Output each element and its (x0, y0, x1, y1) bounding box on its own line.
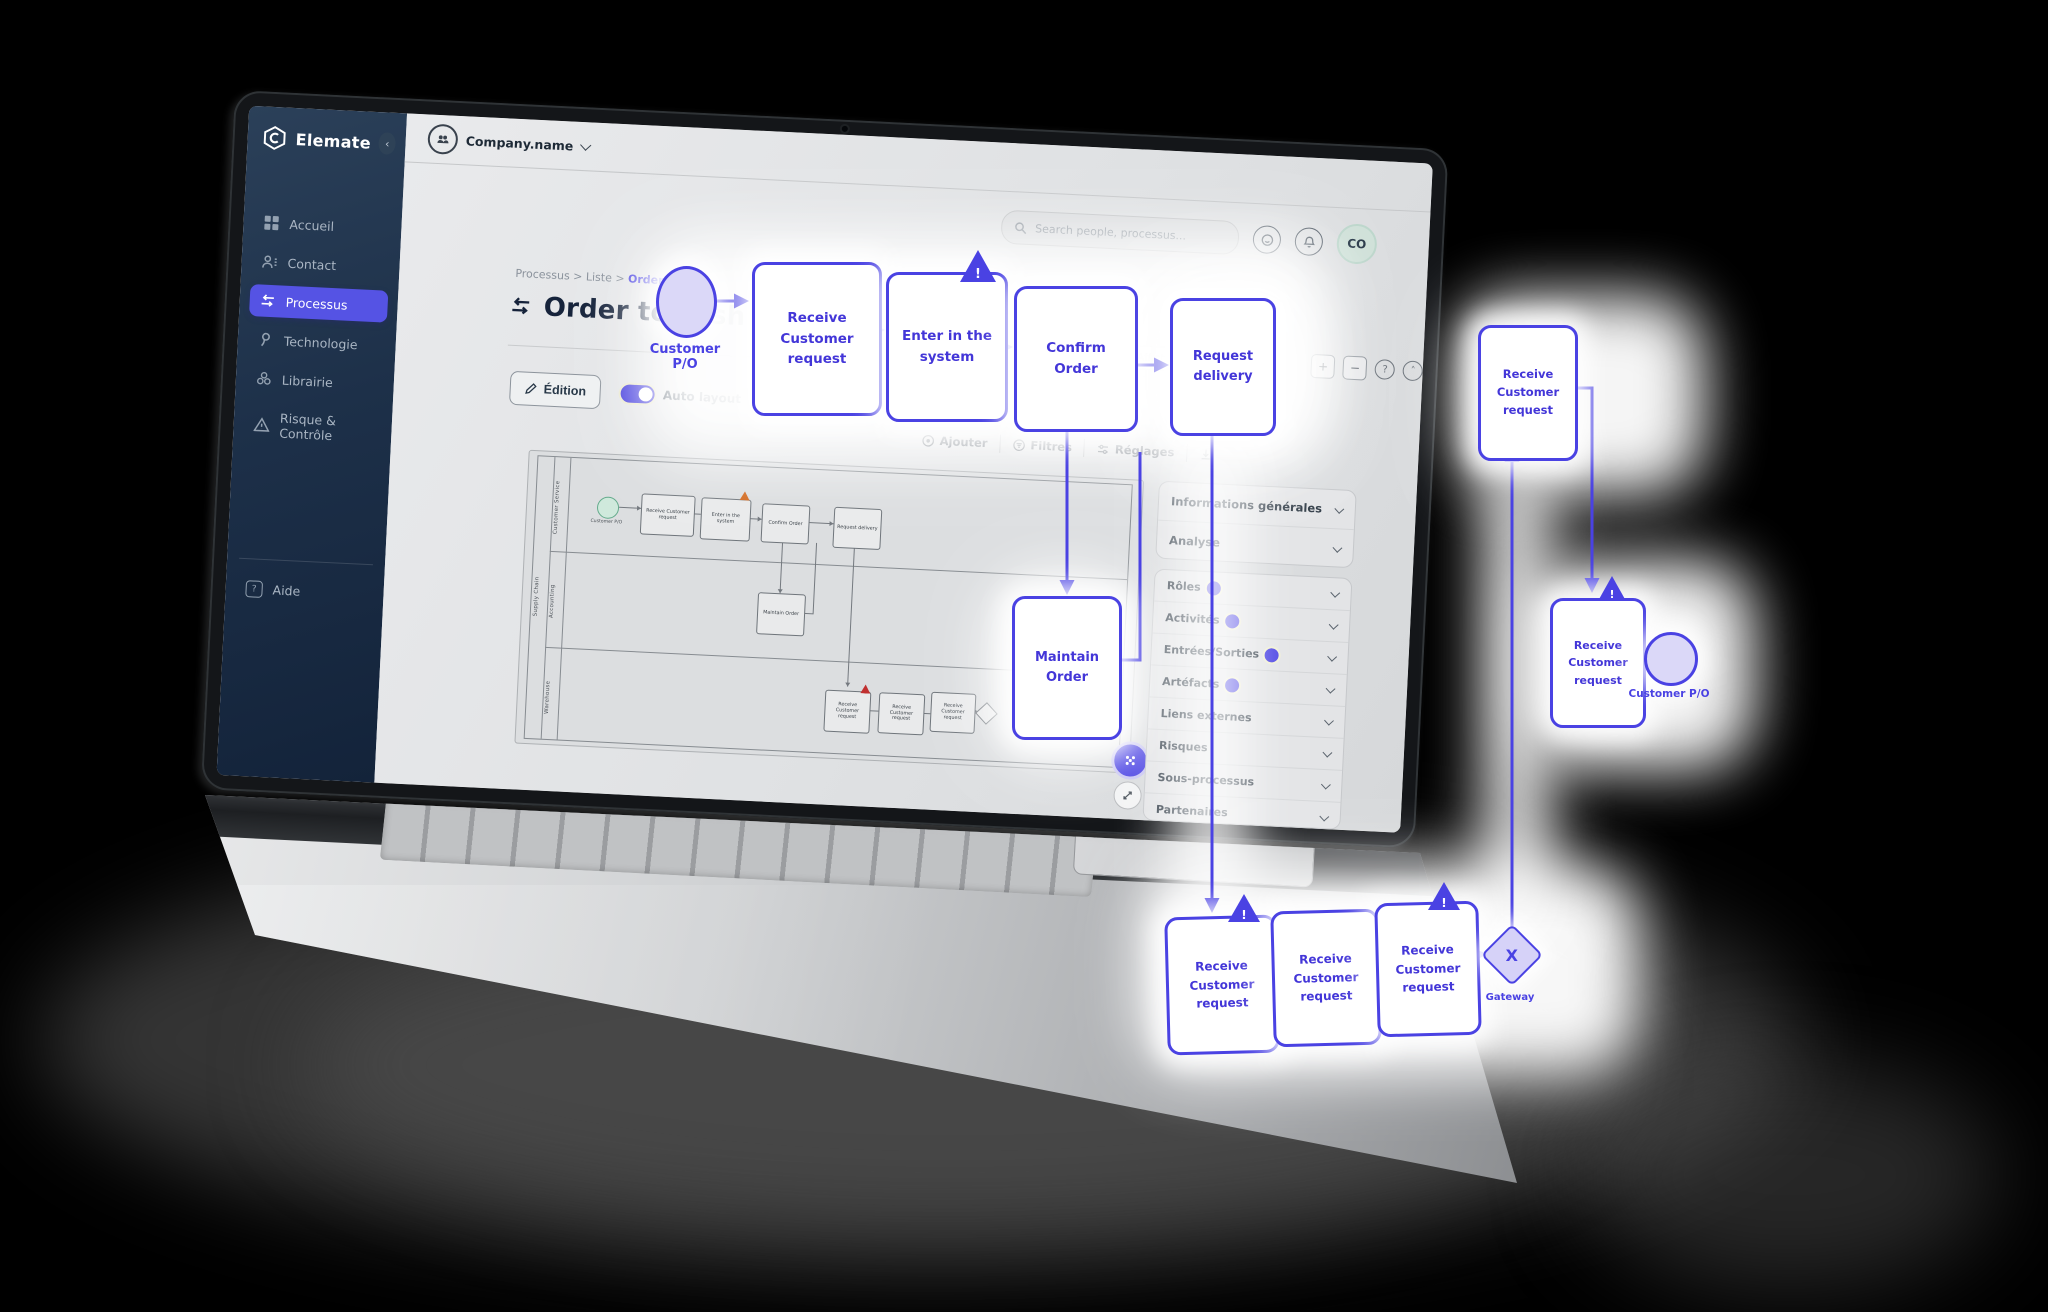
overlay-end-label: Customer P/O (1628, 688, 1710, 700)
technology-icon (260, 332, 270, 347)
gateway-x-icon: X (1505, 945, 1519, 965)
company-switcher[interactable]: Company.name (427, 123, 592, 161)
process-icon (261, 294, 274, 307)
search-input[interactable]: Search people, processus... (1000, 209, 1240, 256)
edition-button[interactable]: Édition (508, 370, 602, 410)
library-icon (257, 371, 271, 385)
diagram-canvas[interactable]: Supply Chain Customer Service Accounting… (514, 449, 1145, 774)
overlay-gateway-label: Gateway (1485, 992, 1535, 1003)
edit-controls: Édition Auto layout (508, 370, 742, 416)
expand-button[interactable] (1112, 780, 1143, 811)
overlay-start-event (656, 266, 717, 338)
overlay-task-receive-b3: Receive Customer request (1374, 900, 1482, 1038)
actions-fab-button[interactable] (1110, 740, 1151, 781)
sidebar-item-librairie[interactable]: Librairie (245, 362, 384, 401)
sidebar-item-contact[interactable]: Contact (251, 245, 390, 284)
topbar: Company.name (404, 113, 1433, 213)
overlay-task-receive-tr: Receive Customer request (1478, 325, 1578, 461)
process-title-icon (512, 297, 530, 315)
sidebar: Elemate ‹ Accueil Contact Processus (216, 105, 408, 783)
overlay-task-request: Request delivery (1170, 298, 1276, 436)
overlay-task-receive-r2: Receive Customer request (1550, 598, 1646, 728)
title-row: Order to cash (509, 291, 746, 332)
elemate-logo-icon (263, 126, 286, 150)
sidebar-item-processus[interactable]: Processus (248, 283, 389, 323)
notifications-bell-icon[interactable] (1294, 226, 1324, 257)
sidebar-nav: Accueil Contact Processus Technologie (243, 206, 393, 453)
search-icon (1015, 221, 1027, 234)
overlay-task-maintain: Maintain Order (1012, 596, 1122, 740)
overlay-task-receive-b1: Receive Customer request (1164, 914, 1280, 1056)
overlay-task-enter: Enter in the system (886, 272, 1008, 422)
contact-icon (262, 255, 277, 269)
ground-shadow (1580, 1060, 2000, 1290)
bpmn-pool: Supply Chain Customer Service Accounting… (523, 455, 1133, 768)
sidebar-item-accueil[interactable]: Accueil (253, 206, 392, 245)
risk-warning-icon (253, 417, 270, 432)
company-avatar-icon (427, 123, 459, 155)
overlay-task-receive-1: Receive Customer request (752, 262, 882, 416)
dashboard-icon (264, 215, 279, 231)
overlay-end-event (1644, 632, 1698, 686)
dots-grid-icon (1125, 755, 1135, 766)
sidebar-item-technologie[interactable]: Technologie (247, 323, 386, 362)
overlay-start-label: Customer P/O (649, 342, 721, 372)
resize-arrows-icon (1123, 791, 1132, 800)
pencil-icon (525, 383, 537, 394)
overlay-task-receive-b2: Receive Customer request (1270, 908, 1382, 1048)
brand-header: Elemate ‹ (247, 106, 407, 158)
overlay-task-confirm: Confirm Order (1014, 286, 1138, 432)
sidebar-item-risque-controle[interactable]: Risque & Contrôle (243, 401, 383, 454)
